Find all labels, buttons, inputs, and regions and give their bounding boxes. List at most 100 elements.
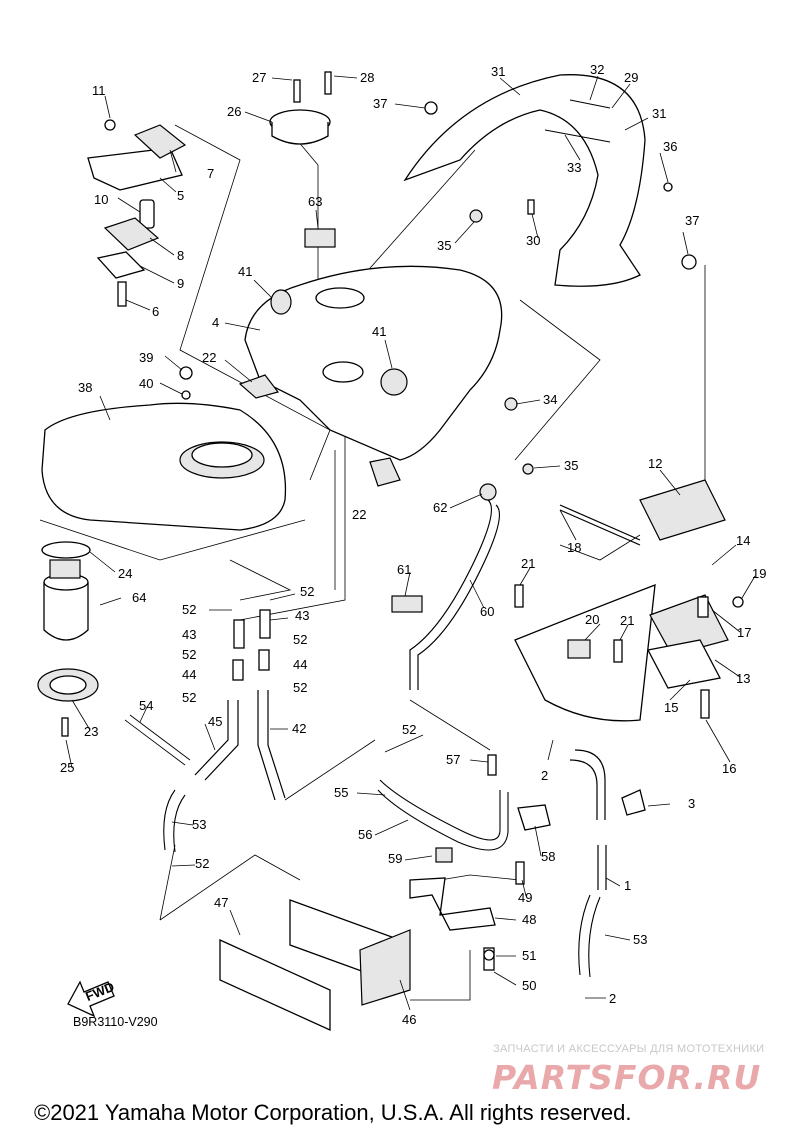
callout-52b: 52 <box>182 647 196 662</box>
callout-59: 59 <box>388 851 402 866</box>
callout-21a: 21 <box>521 556 535 571</box>
callout-38: 38 <box>78 380 92 395</box>
callout-53a: 53 <box>192 817 206 832</box>
callout-40: 40 <box>139 376 153 391</box>
callout-53b: 53 <box>633 932 647 947</box>
callout-31b: 31 <box>652 106 666 121</box>
callout-16: 16 <box>722 761 736 776</box>
callout-52a: 52 <box>182 602 196 617</box>
callout-22a: 22 <box>202 350 216 365</box>
callout-41b: 41 <box>372 324 386 339</box>
callout-64: 64 <box>132 590 146 605</box>
callout-32: 32 <box>590 62 604 77</box>
callout-42: 42 <box>292 721 306 736</box>
callout-25: 25 <box>60 760 74 775</box>
fuel-cap-assembly <box>269 71 332 145</box>
callout-8: 8 <box>177 248 184 263</box>
fwd-arrow: FWD <box>67 979 116 1018</box>
callout-52d: 52 <box>300 584 314 599</box>
callout-21b: 21 <box>620 613 634 628</box>
callout-58: 58 <box>541 849 555 864</box>
callout-17: 17 <box>737 625 751 640</box>
callout-51: 51 <box>522 948 536 963</box>
callout-23: 23 <box>84 724 98 739</box>
diagram-code: B9R3110-V290 <box>73 1015 158 1029</box>
breather-hoses <box>377 483 551 863</box>
callout-20: 20 <box>585 612 599 627</box>
callout-61: 61 <box>397 562 411 577</box>
callout-29: 29 <box>624 70 638 85</box>
fuel-hoses <box>124 609 286 853</box>
callout-31a: 31 <box>491 64 505 79</box>
callout-57: 57 <box>446 752 460 767</box>
callout-54: 54 <box>139 698 153 713</box>
callout-39: 39 <box>139 350 153 365</box>
callout-44b: 44 <box>293 657 307 672</box>
callout-30: 30 <box>526 233 540 248</box>
fuel-tank-cover <box>238 228 503 487</box>
callout-3: 3 <box>688 796 695 811</box>
rear-mount-assembly <box>514 479 744 722</box>
callout-27: 27 <box>252 70 266 85</box>
callout-34: 34 <box>543 392 557 407</box>
fasteners <box>179 199 535 475</box>
callout-12: 12 <box>648 456 662 471</box>
callout-36: 36 <box>663 139 677 154</box>
callout-44a: 44 <box>182 667 196 682</box>
callout-19: 19 <box>752 566 766 581</box>
callout-9: 9 <box>177 276 184 291</box>
watermark-logo: PARTSFOR.RU <box>492 1058 762 1097</box>
callout-14: 14 <box>736 533 750 548</box>
callout-48: 48 <box>522 912 536 927</box>
callout-13: 13 <box>736 671 750 686</box>
callout-55: 55 <box>334 785 348 800</box>
callout-52g: 52 <box>402 722 416 737</box>
callout-18: 18 <box>567 540 581 555</box>
canister <box>219 899 411 1032</box>
callout-7: 7 <box>207 166 214 181</box>
callout-60: 60 <box>480 604 494 619</box>
callout-52f: 52 <box>293 680 307 695</box>
watermark-tagline: ЗАПЧАСТИ И АКСЕССУАРЫ ДЛЯ МОТОТЕХНИКИ <box>493 1043 765 1055</box>
callout-15: 15 <box>664 700 678 715</box>
callout-37a: 37 <box>373 96 387 111</box>
assembly-lines <box>39 124 706 1001</box>
callout-45: 45 <box>208 714 222 729</box>
callout-1: 1 <box>624 878 631 893</box>
callout-leaders <box>65 75 756 1011</box>
callout-35b: 35 <box>564 458 578 473</box>
copyright-notice: ©2021 Yamaha Motor Corporation, U.S.A. A… <box>34 1100 632 1125</box>
overflow-hoses <box>569 749 646 978</box>
callout-52c: 52 <box>182 690 196 705</box>
callout-26: 26 <box>227 104 241 119</box>
callout-22b: 22 <box>352 507 366 522</box>
callout-47: 47 <box>214 895 228 910</box>
callout-10: 10 <box>94 192 108 207</box>
mount-brackets <box>409 861 525 971</box>
callout-2b: 2 <box>609 991 616 1006</box>
callout-33: 33 <box>567 160 581 175</box>
callout-5: 5 <box>177 188 184 203</box>
fuel-pump-assembly <box>37 541 99 737</box>
callout-52h: 52 <box>195 856 209 871</box>
callout-56: 56 <box>358 827 372 842</box>
callout-63: 63 <box>308 194 322 209</box>
bracket-assembly <box>87 119 187 307</box>
callout-52e: 52 <box>293 632 307 647</box>
callout-49: 49 <box>518 890 532 905</box>
callout-62: 62 <box>433 500 447 515</box>
callout-24: 24 <box>118 566 132 581</box>
callout-4: 4 <box>212 315 219 330</box>
callout-28: 28 <box>360 70 374 85</box>
fuel-tank <box>41 402 287 531</box>
callout-6: 6 <box>152 304 159 319</box>
callout-11: 11 <box>92 83 106 98</box>
callout-50: 50 <box>522 978 536 993</box>
callout-43a: 43 <box>182 627 196 642</box>
callout-41a: 41 <box>238 264 252 279</box>
callout-46: 46 <box>402 1012 416 1027</box>
callout-labels: 11 7 5 10 8 9 6 27 28 26 63 41 4 41 22 3… <box>60 62 766 1027</box>
callout-2a: 2 <box>541 768 548 783</box>
callout-43b: 43 <box>295 608 309 623</box>
